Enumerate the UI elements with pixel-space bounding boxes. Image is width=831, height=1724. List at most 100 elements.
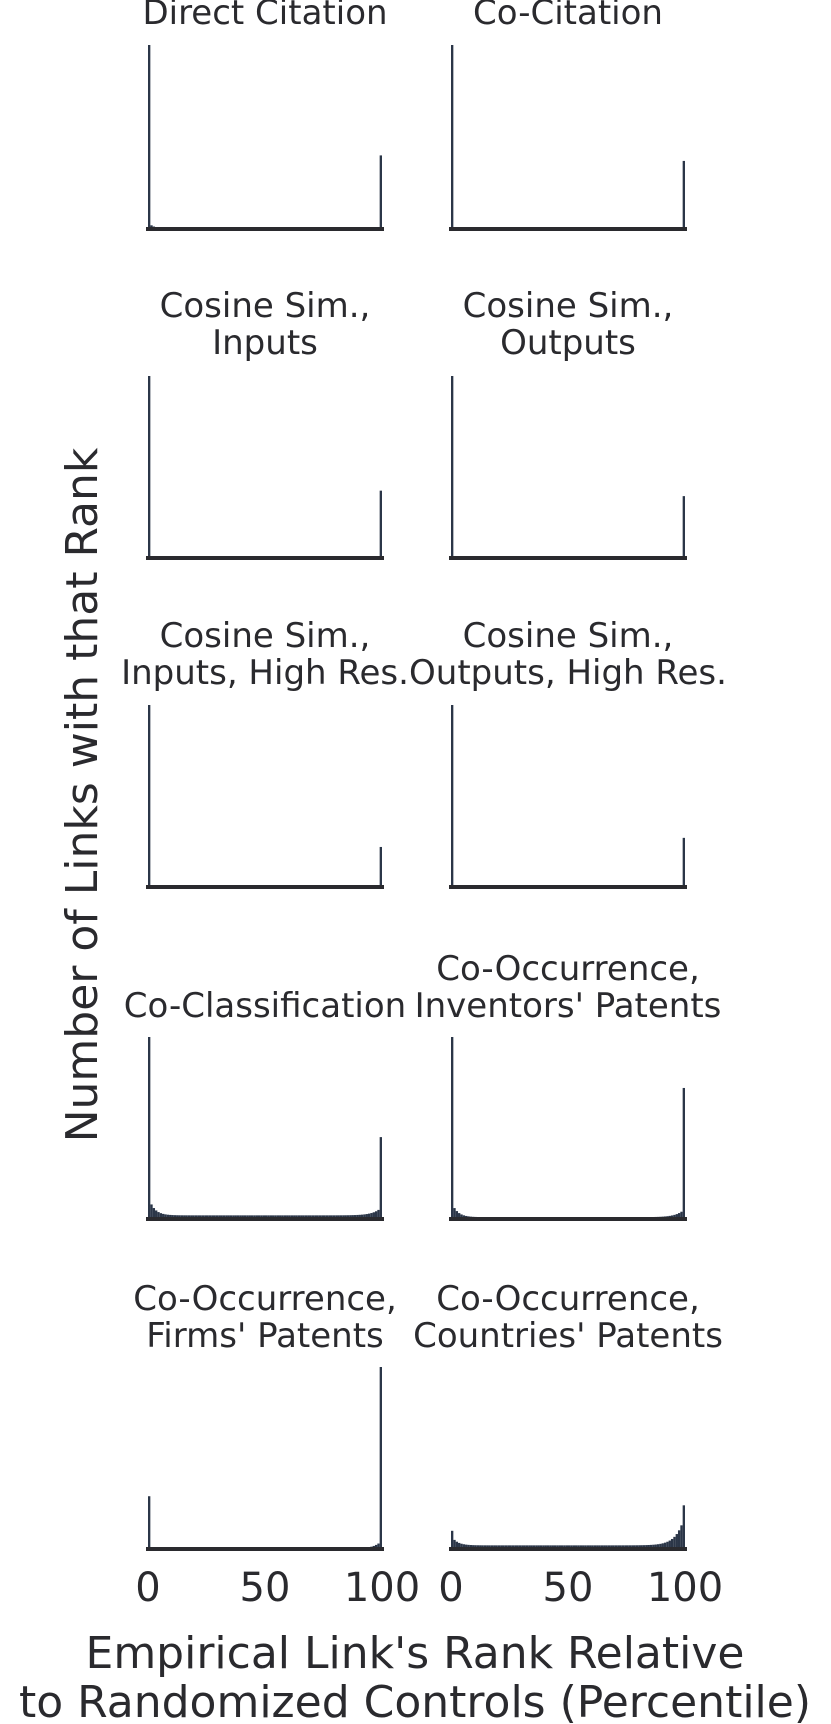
panel-10: Co-Occurrence,Countries' Patents (413, 1279, 723, 1551)
x-tick-label: 50 (543, 1565, 594, 1611)
x-tick-label: 100 (647, 1565, 723, 1611)
histogram-bar (379, 1367, 382, 1549)
histogram-bar (682, 1505, 685, 1549)
panel-title-line: Direct Citation (142, 0, 387, 33)
panel-title-line: Co-Citation (473, 0, 663, 33)
histogram-bar (663, 1542, 667, 1549)
x-tick-label: 0 (135, 1565, 160, 1611)
histogram-bar (162, 1213, 165, 1219)
panel-title-line: Co-Occurrence, (436, 949, 700, 989)
panel-title-line: Inputs, High Res. (121, 653, 409, 693)
histogram-bar (451, 1037, 454, 1219)
panel-title-line: Co-Classification (124, 986, 406, 1026)
x-tick-label: 0 (438, 1565, 463, 1611)
panel-4: Cosine Sim.,Outputs (449, 286, 687, 560)
histogram-bar (673, 1536, 676, 1549)
histogram-bar (654, 1544, 657, 1549)
histogram-bar (668, 1540, 671, 1549)
histogram-bar (148, 705, 151, 887)
panel-2: Co-Citation (449, 0, 687, 231)
panel-title-line: Cosine Sim., (160, 286, 371, 326)
histogram-bar (379, 490, 382, 558)
histogram-bar (451, 1530, 454, 1549)
histogram-bar (458, 1213, 461, 1219)
panel-title-line: Outputs (500, 323, 636, 363)
histogram-bar (666, 1541, 669, 1549)
histogram-bar (460, 1214, 463, 1219)
histogram-bar (677, 1530, 681, 1549)
histogram-bar (659, 1543, 662, 1549)
histogram-bar (152, 1208, 156, 1219)
histogram-bar (374, 1544, 378, 1549)
panel-title-line: Outputs, High Res. (409, 653, 727, 693)
panel-title-line: Cosine Sim., (463, 616, 674, 656)
histogram-bar (159, 1213, 163, 1219)
histogram-bar (670, 1538, 674, 1549)
panel-title-line: Co-Occurrence, (133, 1279, 397, 1319)
histogram-bar (680, 1211, 683, 1219)
histogram-bar (465, 1544, 468, 1549)
panel-6: Cosine Sim.,Outputs, High Res. (409, 616, 727, 889)
histogram-bar (358, 1214, 361, 1219)
histogram-bar (677, 1213, 681, 1219)
histogram-bar (682, 1087, 685, 1219)
histogram-bar (455, 1541, 459, 1549)
x-axis-label-line-1: Empirical Link's Rank Relative (86, 1628, 745, 1679)
histogram-bar (155, 1210, 158, 1219)
histogram-bar (379, 1137, 382, 1219)
histogram-bar (365, 1214, 368, 1219)
histogram-bar (379, 846, 382, 887)
histogram-bar (453, 1208, 456, 1219)
histogram-bar (356, 1214, 359, 1219)
panel-title-line: Inventors' Patents (415, 986, 722, 1026)
histogram-bar (451, 45, 454, 229)
histogram-bar (370, 1213, 373, 1219)
panel-title-line: Firms' Patents (146, 1316, 384, 1356)
histogram-bar (164, 1214, 167, 1219)
panel-title-line: Inputs (212, 323, 318, 363)
histogram-bar (367, 1213, 371, 1219)
histogram-bar (372, 1212, 375, 1219)
histogram-bar (148, 1496, 151, 1549)
panel-5: Cosine Sim.,Inputs, High Res. (121, 616, 409, 889)
panel-title-line: Cosine Sim., (160, 616, 371, 656)
panel-9: Co-Occurrence,Firms' Patents (133, 1279, 397, 1551)
histogram-bar (377, 1209, 380, 1219)
histogram-bar (682, 496, 685, 558)
histogram-bar (451, 705, 454, 887)
histogram-bar (682, 837, 685, 887)
histogram-bar (647, 1544, 650, 1549)
histogram-bar (379, 155, 382, 229)
histogram-bar (675, 1214, 678, 1219)
histogram-bar (682, 160, 685, 229)
panel-3: Cosine Sim.,Inputs (146, 286, 384, 560)
histogram-bar (363, 1214, 366, 1219)
histogram-bar (652, 1544, 655, 1549)
y-axis-label: Number of Links with that Rank (57, 447, 108, 1142)
histogram-bar (451, 376, 454, 558)
panel-title-line: Cosine Sim., (463, 286, 674, 326)
histogram-bar (360, 1214, 364, 1219)
histogram-bar (673, 1214, 676, 1219)
x-tick-label: 100 (344, 1565, 420, 1611)
histogram-bar (453, 1539, 456, 1549)
histogram-bar (148, 376, 151, 558)
histogram-bar (680, 1525, 683, 1549)
histogram-bar (649, 1544, 653, 1549)
histogram-bar (377, 1543, 380, 1549)
panel-1: Direct Citation (142, 0, 388, 231)
histogram-bar (148, 45, 151, 229)
histogram-bar (374, 1211, 378, 1219)
histogram-bar (166, 1214, 170, 1219)
panel-title-line: Countries' Patents (413, 1316, 723, 1356)
panel-7: Co-Classification (124, 986, 406, 1221)
panel-title-line: Co-Occurrence, (436, 1279, 700, 1319)
histogram-bar (157, 1212, 160, 1219)
histogram-bar (467, 1544, 470, 1549)
x-axis-label-line-2: to Randomized Controls (Percentile) (19, 1677, 811, 1724)
panel-8: Co-Occurrence,Inventors' Patents (415, 949, 722, 1221)
histogram-bar (455, 1211, 459, 1219)
